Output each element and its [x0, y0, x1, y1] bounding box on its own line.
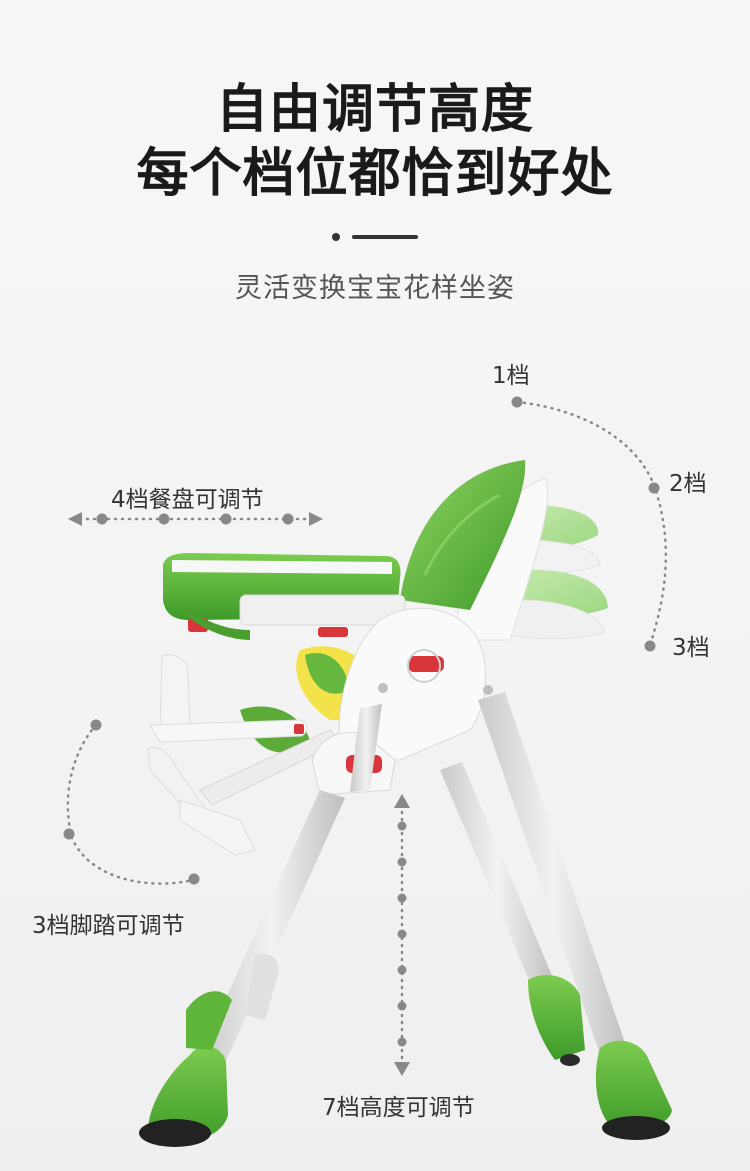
backrest-position-3-label: 3档 [672, 635, 710, 661]
tray-adjust-label: 4档餐盘可调节 [111, 487, 264, 513]
divider-dot [332, 233, 340, 241]
headline-line-2: 每个档位都恰到好处 [136, 144, 614, 204]
subtitle: 灵活变换宝宝花样坐姿 [235, 273, 515, 304]
main-backrest [400, 460, 549, 641]
footrest-adjust-label: 3档脚踏可调节 [32, 913, 185, 939]
title-divider [332, 232, 422, 241]
feeding-tray [163, 553, 406, 640]
headline-line-1: 自由调节高度 [215, 80, 534, 140]
footrest [147, 654, 341, 856]
backrest-arc-indicator [511, 396, 668, 652]
divider-bar [352, 235, 418, 239]
tray-arrow-indicator [68, 512, 323, 526]
backrest-position-2-label: 2档 [669, 471, 707, 497]
height-arrow-indicator [394, 794, 410, 1076]
chair-feet [139, 975, 672, 1147]
backrest-position-1-label: 1档 [492, 363, 530, 389]
height-adjust-label: 7档高度可调节 [322, 1095, 475, 1121]
chair-legs [198, 692, 628, 1070]
footrest-arc-indicator [63, 719, 200, 885]
